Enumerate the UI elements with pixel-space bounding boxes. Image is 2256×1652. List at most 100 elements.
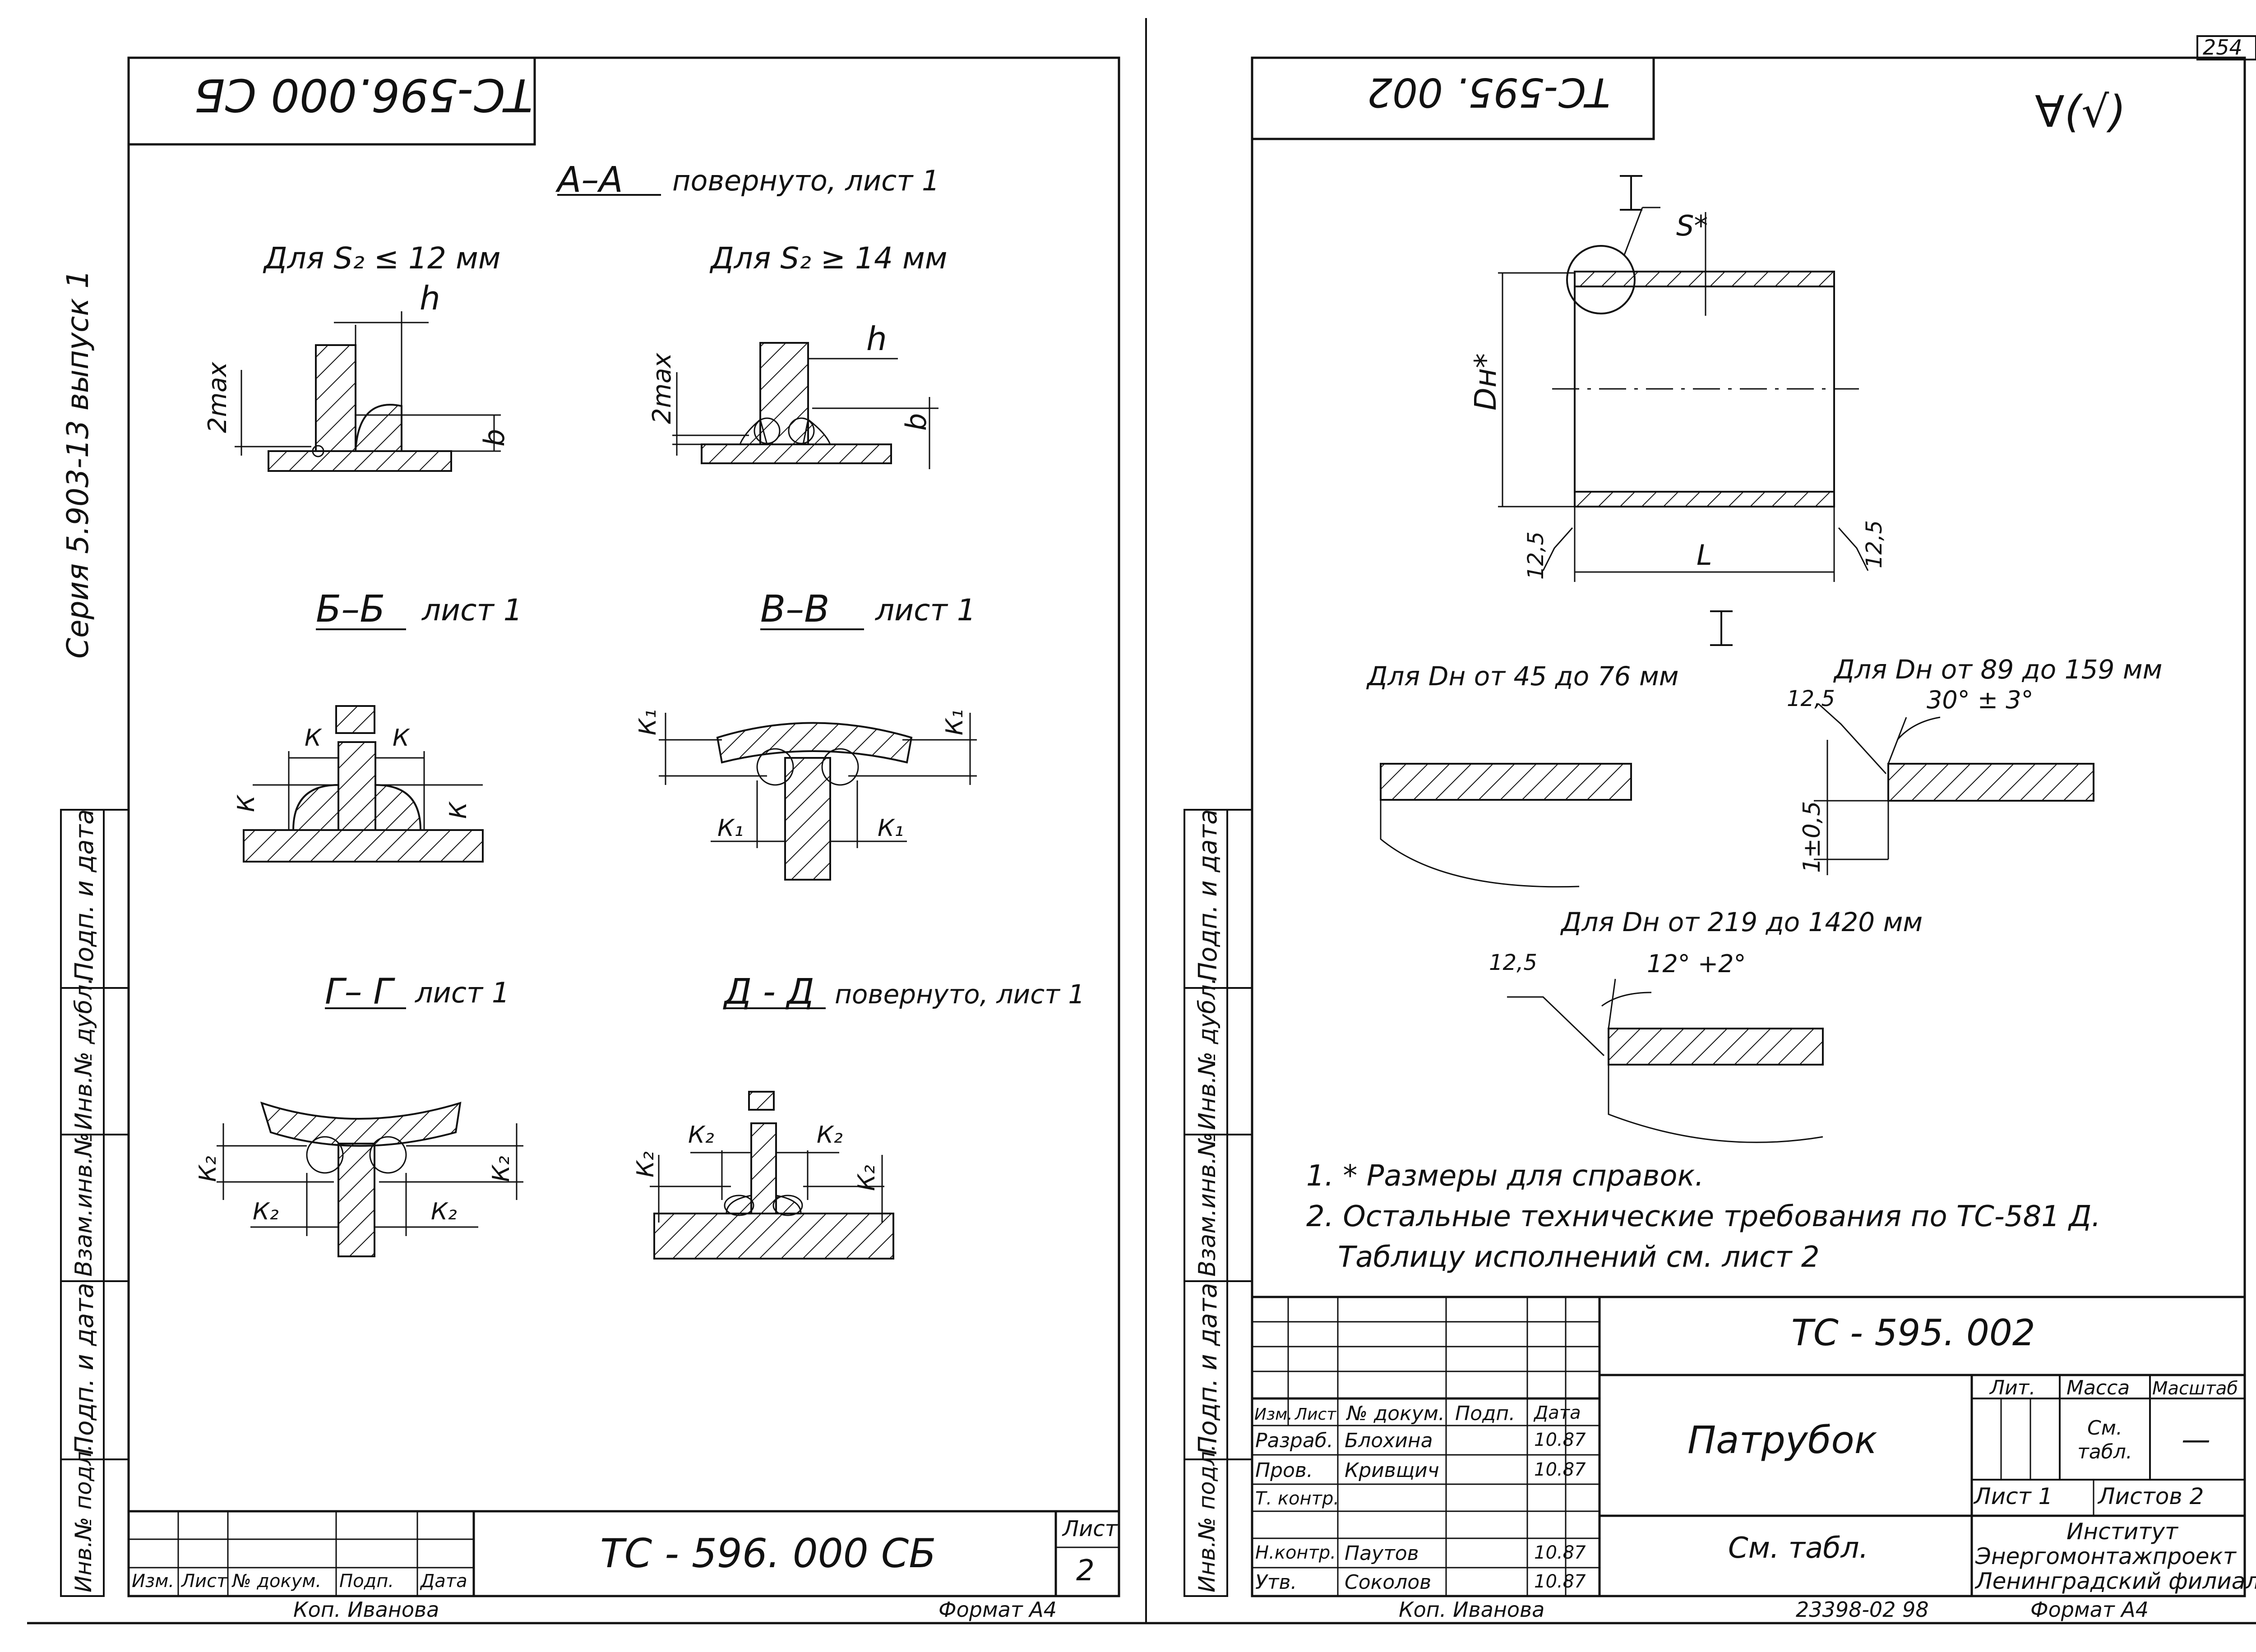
right-case2-land: 1±0,5 xyxy=(1798,801,1826,873)
stamp-org-2: Энергомонтажпроект xyxy=(1975,1543,2236,1569)
right-stamp-h-list: Лист xyxy=(1295,1405,1336,1424)
dim-k-4: К xyxy=(445,802,472,819)
rough-left: 12,5 xyxy=(1523,531,1549,580)
left-case1-label: Для S₂ ≤ 12 мм xyxy=(264,241,501,276)
section-aa-title: А–А xyxy=(557,160,623,200)
right-stamp-code: ТС - 595. 002 xyxy=(1791,1312,2035,1354)
left-side-field-1: Подп. и дата xyxy=(70,809,99,981)
right-case2-angle: 30° ± 3° xyxy=(1927,686,2034,714)
stamp-role-ncontrol: Н.контр. xyxy=(1255,1542,1336,1563)
right-stamp-h-doc: № докум. xyxy=(1347,1402,1445,1425)
right-pipe-drawing xyxy=(1380,175,2094,1143)
corner-roughness-symbol: ∀(√) xyxy=(2035,87,2126,137)
right-footer-copied: Коп. Иванова xyxy=(1399,1597,1545,1622)
right-case3-label: Для Dн от 219 до 1420 мм xyxy=(1561,907,1923,937)
section-dd-title: Д - Д xyxy=(724,972,814,1012)
dim-k2-1: К₂ xyxy=(194,1156,222,1182)
dim-b-2: b xyxy=(900,413,933,431)
dim-k2-3: К₂ xyxy=(253,1198,279,1225)
left-side-field-4: Подп. и дата xyxy=(70,1283,99,1455)
section-aa-note: повернуто, лист 1 xyxy=(672,164,940,197)
left-sheet-frame xyxy=(60,56,1120,1597)
section-gg-title: Г– Г xyxy=(325,972,393,1012)
dim-dh: Dн* xyxy=(1468,353,1503,411)
left-case2-label: Для S₂ ≥ 14 мм xyxy=(711,241,948,276)
left-stamp-sheet-value: 2 xyxy=(1076,1554,1095,1587)
dim-l: L xyxy=(1697,539,1712,572)
section-gg-note: лист 1 xyxy=(415,976,510,1009)
left-footer-format: Формат А4 xyxy=(938,1597,1057,1622)
left-stamp-h-izm: Изм. xyxy=(132,1571,175,1592)
dim-k1-3: К₁ xyxy=(717,815,744,842)
left-stamp-sheet-label: Лист xyxy=(1063,1516,1118,1541)
dim-k2-8: К₂ xyxy=(853,1165,880,1191)
dim-k-2: К xyxy=(393,724,409,752)
page-number: 254 xyxy=(2203,35,2242,60)
note-1: 1. * Размеры для справок. xyxy=(1306,1159,1704,1193)
right-case3-angle: 12° +2° xyxy=(1647,950,1746,978)
stamp-sheet-label: Лист 1 xyxy=(1974,1483,2053,1509)
stamp-org-3: Ленинградский филиал xyxy=(1975,1568,2256,1594)
left-side-field-2: Инв.№ дубл. xyxy=(70,977,97,1130)
right-case2-rough: 12,5 xyxy=(1787,686,1835,711)
left-stamp-h-date: Дата xyxy=(421,1571,467,1592)
dim-k1-1: К₁ xyxy=(634,709,661,735)
dim-b-1: b xyxy=(478,429,511,447)
section-dd-note: повернуто, лист 1 xyxy=(835,979,1085,1010)
left-stamp-h-doc: № докум. xyxy=(232,1571,322,1592)
right-case2-label: Для Dн от 89 до 159 мм xyxy=(1834,654,2163,685)
right-side-field-2: Инв.№ дубл. xyxy=(1194,977,1221,1130)
right-footer-number: 23398-02 98 xyxy=(1796,1597,1929,1622)
left-stamp-code: ТС - 596. 000 СБ xyxy=(600,1530,936,1577)
left-footer-copied: Коп. Иванова xyxy=(293,1597,439,1622)
stamp-date-check: 10.87 xyxy=(1534,1459,1586,1480)
right-case1-label: Для Dн от 45 до 76 мм xyxy=(1367,661,1679,692)
dim-2max-2: 2max xyxy=(647,353,677,424)
dim-k1-4: К₁ xyxy=(878,815,904,842)
stamp-role-check: Пров. xyxy=(1255,1459,1313,1482)
dim-k2-6: К₂ xyxy=(817,1121,843,1149)
right-stamp-h-izm: Изм. xyxy=(1254,1405,1293,1424)
dim-k2-7: К₂ xyxy=(632,1151,659,1177)
section-vv-title: В–В xyxy=(760,588,830,631)
stamp-material: См. табл. xyxy=(1728,1532,1868,1565)
stamp-org-1: Институт xyxy=(2066,1518,2178,1545)
stamp-sheets-label: Листов 2 xyxy=(2098,1483,2204,1509)
right-side-field-1: Подп. и дата xyxy=(1193,809,1223,981)
left-stamp-h-sign: Подп. xyxy=(339,1571,394,1592)
right-side-field-5: Инв.№ подл. xyxy=(1194,1444,1220,1592)
right-stamp-grid xyxy=(1252,1296,2245,1596)
left-stamp-h-list: Лист xyxy=(181,1571,227,1592)
stamp-name-dev: Блохина xyxy=(1345,1429,1433,1452)
stamp-mass-label: Масса xyxy=(2066,1376,2130,1399)
right-side-field-4: Подп. и дата xyxy=(1193,1283,1223,1455)
right-sheet-frame xyxy=(1183,56,2246,1597)
stamp-title: Патрубок xyxy=(1687,1418,1877,1462)
dim-k2-5: К₂ xyxy=(688,1121,714,1149)
stamp-name-check: Кривщич xyxy=(1345,1459,1439,1482)
right-footer-format: Формат А4 xyxy=(2030,1597,2149,1622)
dim-k-3: К xyxy=(233,795,260,812)
dim-k2-4: К₂ xyxy=(431,1198,457,1225)
section-vv-note: лист 1 xyxy=(875,593,976,628)
rough-right: 12,5 xyxy=(1862,520,1887,568)
left-side-field-3: Взам.инв.№ xyxy=(70,1132,97,1277)
stamp-lit-label: Лит. xyxy=(1990,1376,2036,1399)
left-top-code: ТС-596.000 СБ xyxy=(194,69,533,121)
stamp-name-ncontrol: Паутов xyxy=(1345,1542,1419,1565)
stamp-scale-label: Масштаб xyxy=(2152,1378,2238,1399)
dim-k2-2: К₂ xyxy=(488,1156,515,1182)
left-side-series: Серия 5.903-13 выпуск 1 xyxy=(60,269,95,659)
section-bb-note: лист 1 xyxy=(422,593,522,628)
stamp-date-dev: 10.87 xyxy=(1534,1430,1586,1450)
dim-k-1: К xyxy=(305,724,321,752)
stamp-name-approve: Соколов xyxy=(1345,1571,1432,1594)
dim-h-1: h xyxy=(420,279,440,317)
right-stamp-h-date: Дата xyxy=(1534,1403,1581,1423)
right-side-field-3: Взам.инв.№ xyxy=(1194,1132,1221,1277)
dim-h-2: h xyxy=(866,320,887,358)
stamp-date-approve: 10.87 xyxy=(1534,1571,1586,1592)
left-weld-details xyxy=(217,194,977,1260)
stamp-role-tcontrol: Т. контр. xyxy=(1255,1488,1340,1509)
